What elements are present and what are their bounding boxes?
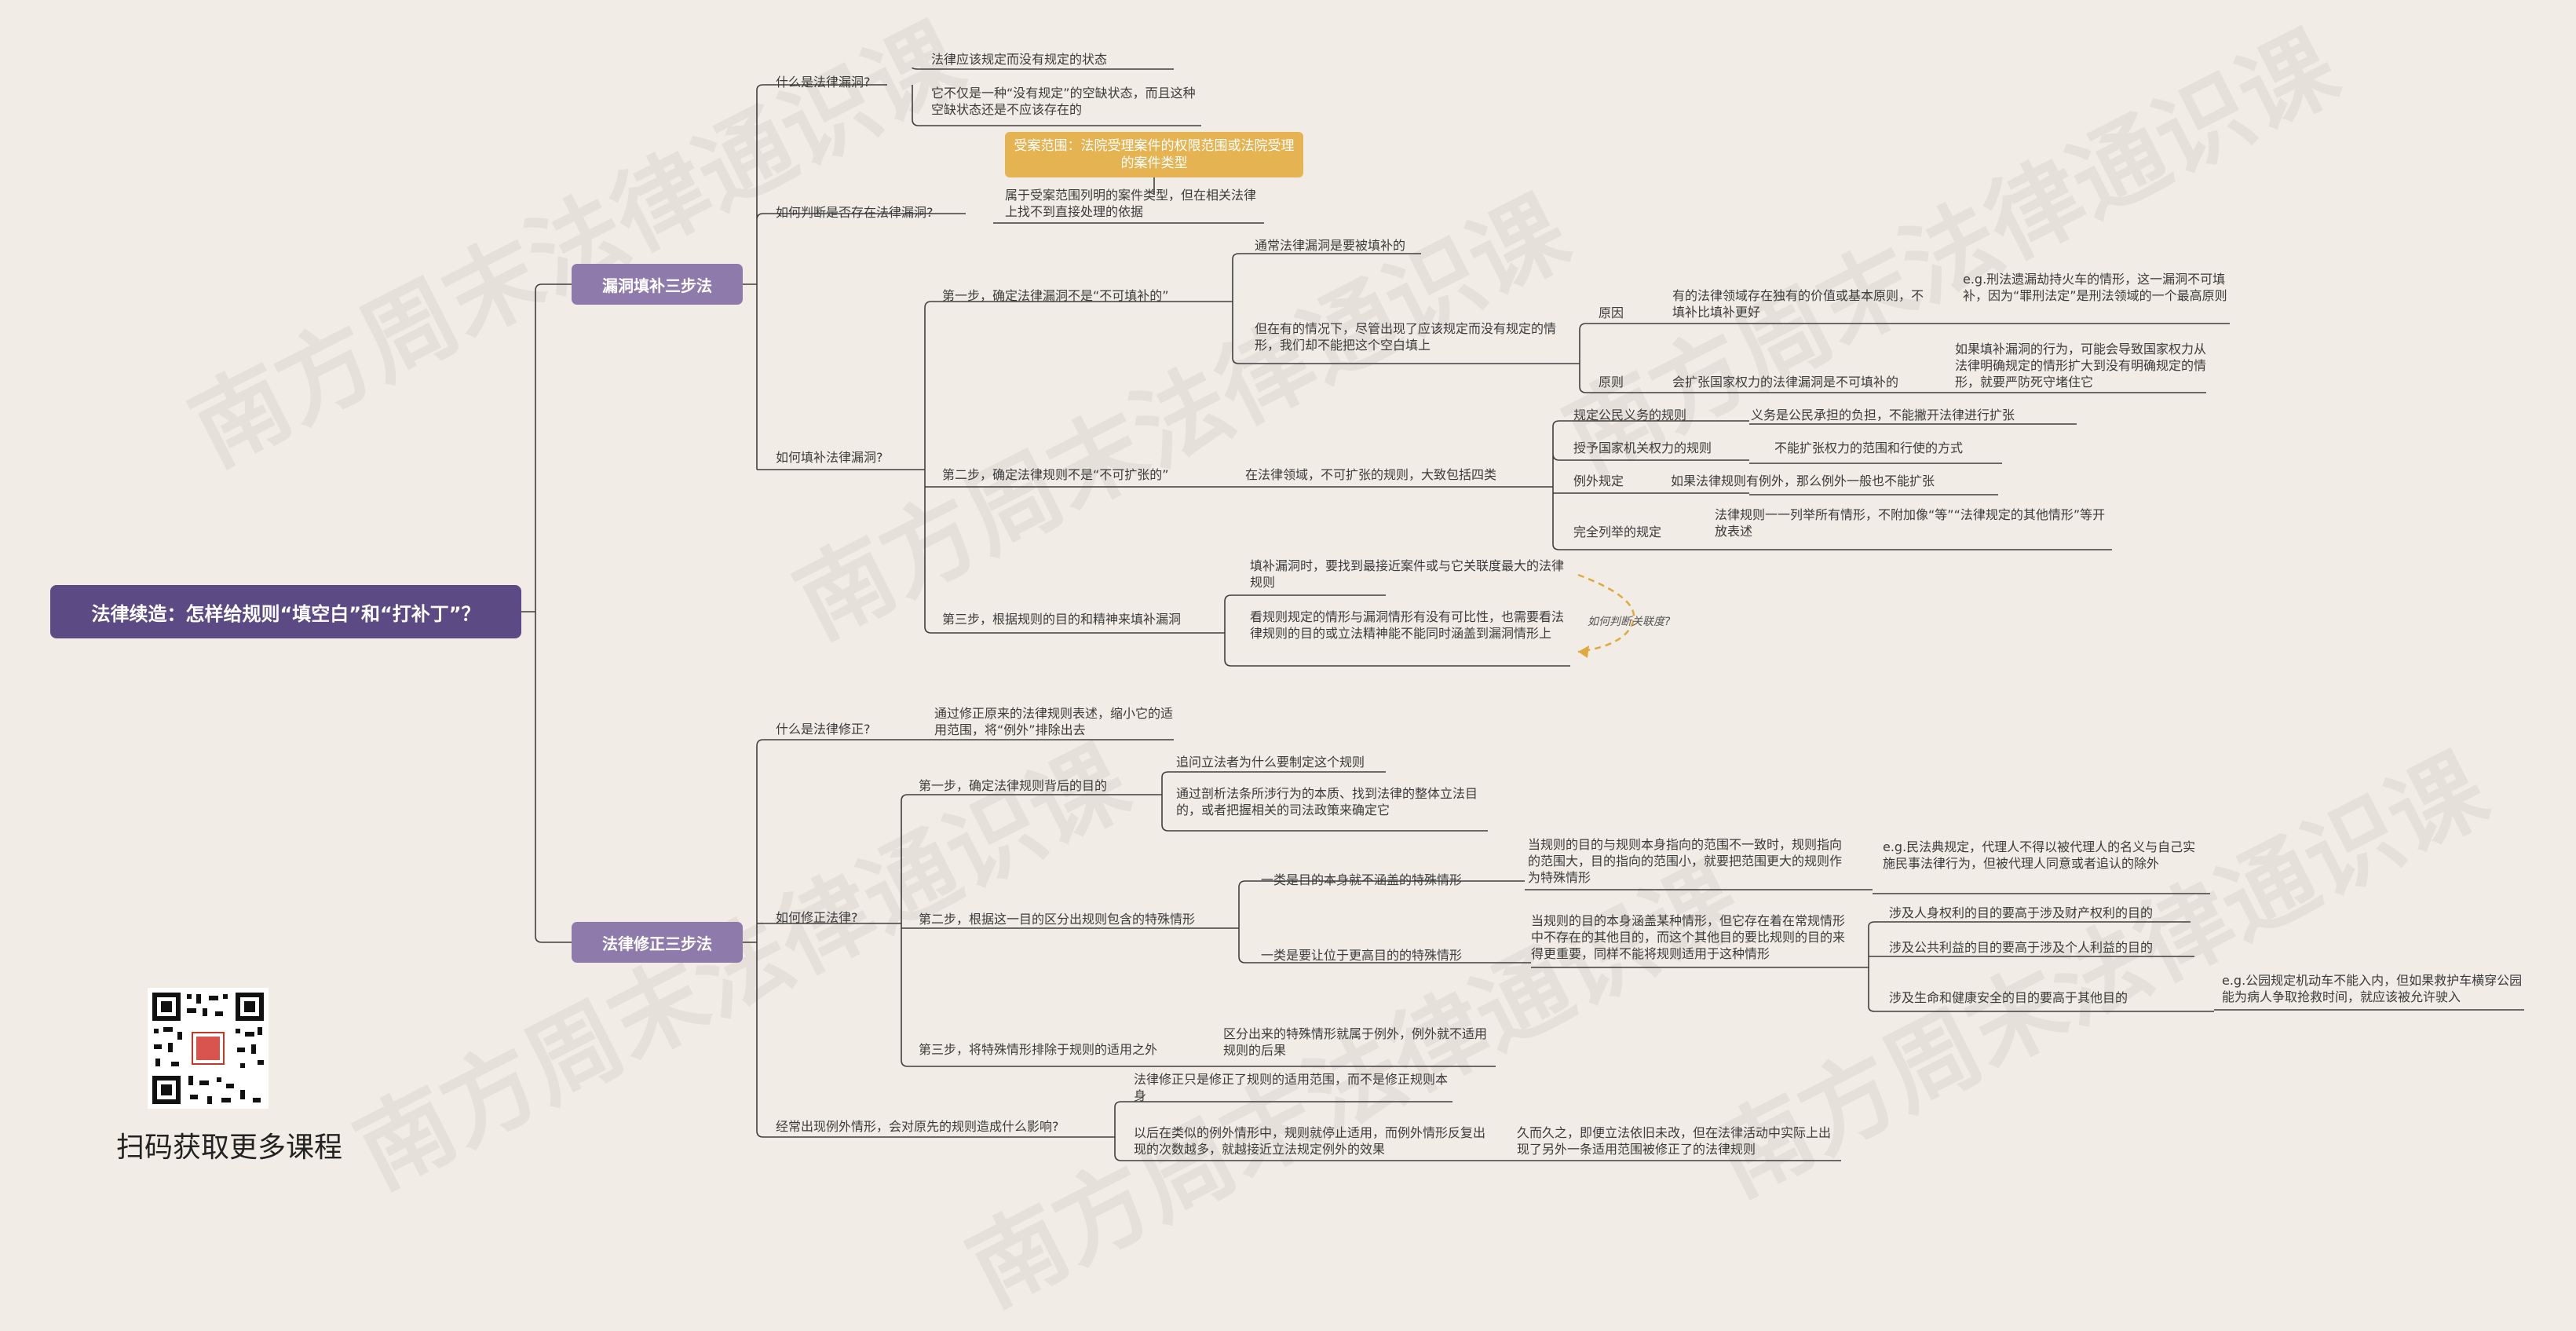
node-case2[interactable]: 一类是要让位于更高目的的特殊情形 [1261,948,1463,963]
qr-caption: 扫码获取更多课程 [116,1132,343,1164]
node-principle-b[interactable]: 如果填补漏洞的行为，可能会导致国家权力从法律明确规定的情形扩大到没有明确规定的情… [1955,342,2207,389]
node-principle-a[interactable]: 会扩张国家权力的法律漏洞是不可填补的 [1672,375,1899,389]
qr-code-image [148,988,269,1109]
node-correction-definition[interactable]: 通过修正原来的法律规则表述，缩小它的适用范围，将“例外”排除出去 [934,706,1174,737]
node-step3-b[interactable]: 看规则规定的情形与漏洞情形有没有可比性，也需要看法律规则的目的或立法精神能不能同… [1250,609,1565,641]
node-kind4[interactable]: 完全列举的规定 [1573,525,1662,539]
node-correct-step1-b[interactable]: 通过剖析法条所涉行为的本质、找到法律的整体立法目的，或者把握相关的司法政策来确定… [1176,786,1478,817]
branch-gap-filling[interactable]: 漏洞填补三步法 [572,264,743,305]
node-step3[interactable]: 第三步，根据规则的目的和精神来填补漏洞 [942,612,1182,627]
node-judge-gap[interactable]: 如何判断是否存在法律漏洞? [776,205,934,220]
node-gap-definition-b[interactable]: 它不仅是一种“没有规定”的空缺状态，而且这种空缺状态还是不应该存在的 [931,86,1196,117]
node-reason-a[interactable]: 有的法律领域存在独有的价值或基本原则，不填补比填补更好 [1672,288,1924,320]
node-step1[interactable]: 第一步，确定法律漏洞不是“不可填补的” [942,288,1169,303]
node-step1-a[interactable]: 通常法律漏洞是要被填补的 [1255,238,1406,253]
connector-lines [521,67,2524,1161]
node-step1-b[interactable]: 但在有的情况下，尽管出现了应该规定而没有规定的情形，我们却不能把这个空白填上 [1255,321,1557,353]
node-kind2[interactable]: 授予国家机关权力的规则 [1573,441,1712,455]
node-kind2-a[interactable]: 不能扩张权力的范围和行使的方式 [1774,441,1964,455]
node-judge-gap-answer[interactable]: 属于受案范围列明的案件类型，但在相关法律上找不到直接处理的依据 [1005,188,1257,219]
node-case2-b[interactable]: 涉及人身权利的目的要高于涉及财产权利的目的 [1889,905,2154,920]
node-correct-step3-a[interactable]: 区分出来的特殊情形就属于例外，例外就不适用规则的后果 [1223,1026,1488,1058]
node-case2-c[interactable]: 涉及公共利益的目的要高于涉及个人利益的目的 [1889,940,2154,955]
node-correct-step2[interactable]: 第二步，根据这一目的区分出规则包含的特殊情形 [919,912,1196,927]
node-case2-e[interactable]: e.g.公园规定机动车不能入内，但如果救护车横穿公园能为病人争取抢救时间，就应该… [2222,973,2523,1004]
node-frequent-exceptions-c[interactable]: 久而久之，即便立法依旧未改，但在法律活动中实际上出现了另外一条适用范围被修正了的… [1517,1125,1832,1157]
annotation-note: 如何判断关联度? [1588,616,1671,628]
node-case2-a[interactable]: 当规则的目的本身涵盖某种情形，但它存在着在常规情形中不存在的其他目的，而这个其他… [1531,913,1846,961]
node-kind1[interactable]: 规定公民义务的规则 [1573,408,1687,422]
node-step2-a[interactable]: 在法律领域，不可扩张的规则，大致包括四类 [1245,467,1497,482]
node-correct-step3[interactable]: 第三步，将特殊情形排除于规则的适用之外 [919,1042,1158,1057]
node-gap-definition-a[interactable]: 法律应该规定而没有规定的状态 [931,52,1108,67]
node-what-is-gap[interactable]: 什么是法律漏洞? [776,75,871,90]
node-case1-a[interactable]: 当规则的目的与规则本身指向的范围不一致时，规则指向的范围大，目的指向的范围小，就… [1528,837,1843,885]
node-case1[interactable]: 一类是目的本身就不涵盖的特殊情形 [1261,872,1463,887]
node-frequent-exceptions-b[interactable]: 以后在类似的例外情形中，规则就停止适用，而例外情形反复出现的次数越多，就越接近立… [1134,1125,1486,1157]
node-step3-a[interactable]: 填补漏洞时，要找到最接近案件或与它关联度最大的法律规则 [1250,558,1565,590]
node-frequent-exceptions[interactable]: 经常出现例外情形，会对原先的规则造成什么影响? [776,1119,1059,1134]
node-kind3[interactable]: 例外规定 [1573,474,1624,488]
highlight-note[interactable]: 受案范围：法院受理案件的权限范围或法院受理的案件类型 [1005,132,1303,177]
node-reason[interactable]: 原因 [1599,305,1624,320]
node-principle[interactable]: 原则 [1599,375,1624,389]
node-case2-d[interactable]: 涉及生命和健康安全的目的要高于其他目的 [1889,990,2128,1005]
node-step2[interactable]: 第二步，确定法律规则不是“不可扩张的” [942,467,1169,482]
node-kind1-a[interactable]: 义务是公民承担的负担，不能撇开法律进行扩张 [1751,408,2015,422]
node-kind4-a[interactable]: 法律规则一一列举所有情形，不附加像“等”“法律规定的其他情形”等开放表述 [1715,507,2106,539]
node-how-correct[interactable]: 如何修正法律? [776,910,858,925]
branch-law-correction[interactable]: 法律修正三步法 [572,922,743,963]
root-topic[interactable]: 法律续造：怎样给规则“填空白”和“打补丁”？ [50,585,521,638]
node-correct-step1[interactable]: 第一步，确定法律规则背后的目的 [919,778,1108,793]
node-reason-b[interactable]: e.g.刑法遗漏劫持火车的情形，这一漏洞不可填补，因为“罪刑法定”是刑法领域的一… [1963,272,2227,303]
node-kind3-a[interactable]: 如果法律规则有例外，那么例外一般也不能扩张 [1671,474,1935,488]
node-how-fill-gap[interactable]: 如何填补法律漏洞? [776,450,883,465]
node-correct-step1-a[interactable]: 追问立法者为什么要制定这个规则 [1176,755,1365,770]
node-case1-b[interactable]: e.g.民法典规定，代理人不得以被代理人的名义与自己实施民事法律行为，但被代理人… [1883,839,2196,871]
node-frequent-exceptions-a[interactable]: 法律修正只是修正了规则的适用范围，而不是修正规则本身 [1134,1072,1449,1103]
node-what-is-correction[interactable]: 什么是法律修正? [776,722,871,737]
qr-code[interactable] [148,988,269,1109]
